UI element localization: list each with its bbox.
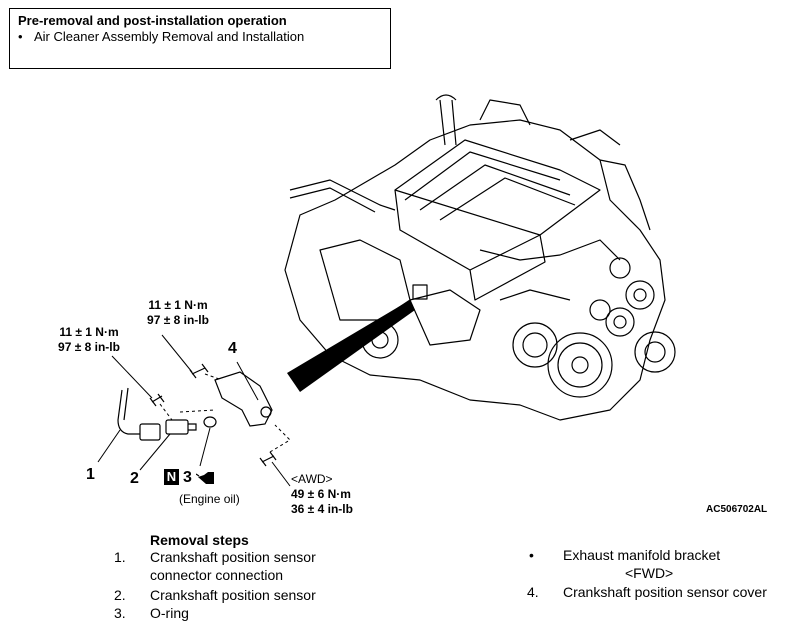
- crank-pulley: [547, 332, 613, 398]
- intake-pipe: [439, 99, 457, 146]
- pre-removal-item-label: Air Cleaner Assembly Removal and Install…: [34, 29, 305, 44]
- o-ring: [203, 416, 217, 428]
- torque-nm: 49 ± 6 N·m: [291, 487, 351, 501]
- pulley-7: [609, 257, 631, 279]
- step-label: Crankshaft position sensor: [150, 549, 316, 565]
- removal-step-1: 1. Crankshaft position sensor connector …: [114, 549, 374, 585]
- valve-cover: [394, 139, 601, 236]
- torque-bracket-bolt: 11 ± 1 N·m 97 ± 8 in-lb: [138, 298, 218, 328]
- leader-3: [199, 427, 211, 467]
- pulley-6: [625, 280, 655, 310]
- pre-removal-title: Pre-removal and post-installation operat…: [18, 13, 287, 28]
- leader-2: [139, 433, 171, 471]
- step-number: 2.: [114, 587, 126, 603]
- figure-ref-suffix: AL: [753, 504, 768, 515]
- pre-removal-item: • Air Cleaner Assembly Removal and Insta…: [18, 29, 382, 45]
- figure-ref-code: AC506702: [706, 504, 754, 515]
- step-label-line2: <FWD>: [625, 565, 674, 581]
- awd-bolt: [259, 451, 277, 467]
- bracket-bolt: [189, 363, 209, 379]
- removal-step-2: 2. Crankshaft position sensor: [114, 587, 374, 605]
- pulley-5: [589, 299, 611, 321]
- connector: [139, 423, 161, 441]
- sensor-cover: [214, 371, 273, 427]
- torque-nm: 11 ± 1 N·m: [148, 298, 208, 312]
- torque-inlb: 97 ± 8 in-lb: [147, 313, 209, 327]
- bullet-icon: •: [18, 29, 23, 44]
- step-label: Crankshaft position sensor: [150, 587, 316, 603]
- sensor-bolt: [149, 393, 165, 407]
- removal-step-3: 3. O-ring: [114, 605, 374, 623]
- torque-inlb: 36 ± 4 in-lb: [291, 502, 353, 516]
- callout-3: 3: [183, 468, 192, 486]
- step-label: Crankshaft position sensor cover: [563, 584, 767, 600]
- removal-step-bullet: • Exhaust manifold bracket <FWD>: [527, 547, 787, 583]
- step-bullet-icon: •: [529, 547, 534, 563]
- torque-inlb: 97 ± 8 in-lb: [58, 340, 120, 354]
- removal-step-4: 4. Crankshaft position sensor cover: [527, 584, 789, 602]
- step-label: Exhaust manifold bracket: [563, 547, 721, 563]
- torque-nm: 11 ± 1 N·m: [59, 325, 119, 339]
- connector-harness: [117, 389, 140, 435]
- crankshaft-sensor: [165, 419, 189, 435]
- figure-reference: AC506702AL: [706, 504, 767, 515]
- leader-1: [97, 429, 121, 463]
- callout-1: 1: [86, 466, 95, 483]
- torque-awd: <AWD> 49 ± 6 N·m 36 ± 4 in-lb: [291, 472, 371, 517]
- pre-removal-box: Pre-removal and post-installation operat…: [9, 8, 391, 69]
- callout-3-group: N 3: [164, 468, 218, 486]
- callout-4: 4: [228, 340, 237, 357]
- n-mark-badge: N: [164, 469, 179, 485]
- step-label: O-ring: [150, 605, 189, 621]
- removal-steps-title: Removal steps: [150, 532, 249, 548]
- leader-torque-bracket: [161, 334, 193, 373]
- pulley-2: [512, 322, 558, 368]
- step-number: 4.: [527, 584, 539, 600]
- leader-torque-awd: [271, 461, 291, 487]
- oil-can-icon: [195, 472, 214, 484]
- step-label-line2: connector connection: [150, 567, 284, 583]
- leader-torque-sensor: [111, 355, 153, 399]
- awd-tag: <AWD>: [291, 472, 333, 486]
- torque-sensor-bolt: 11 ± 1 N·m 97 ± 8 in-lb: [49, 325, 129, 355]
- step-number: 1.: [114, 549, 126, 565]
- step-number: 3.: [114, 605, 126, 621]
- pulley-3: [634, 331, 676, 373]
- pulley-4: [605, 307, 635, 337]
- sensor-location: [412, 284, 428, 300]
- engine-block-outline: [284, 119, 666, 421]
- engine-oil-note: (Engine oil): [179, 492, 240, 506]
- location-pointer: [287, 300, 415, 392]
- callout-2: 2: [130, 470, 139, 487]
- leader-4: [236, 361, 259, 401]
